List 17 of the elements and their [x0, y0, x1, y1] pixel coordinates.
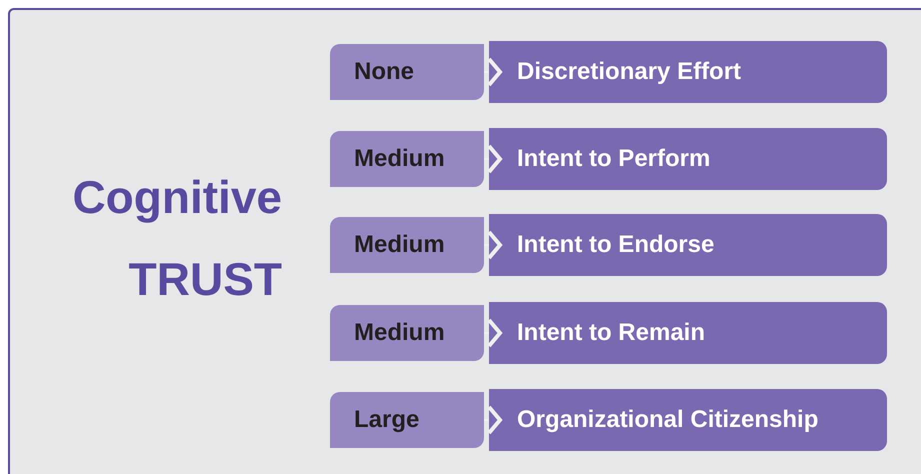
outcome-box: Intent to Endorse [489, 214, 887, 276]
level-box: Medium [330, 131, 484, 187]
level-box: Medium [330, 217, 484, 273]
outcome-box: Discretionary Effort [489, 41, 887, 103]
chevron-arrow [484, 144, 502, 174]
chevron-arrow [484, 405, 502, 435]
outcome-box: Intent to Perform [489, 128, 887, 190]
level-box: Large [330, 392, 484, 448]
chevron-arrow [484, 230, 502, 260]
level-box: Medium [330, 305, 484, 361]
chevron-arrow [484, 318, 502, 348]
level-box: None [330, 44, 484, 100]
outcome-box: Intent to Remain [489, 302, 887, 364]
trust-panel [8, 8, 921, 474]
chevron-arrow [484, 57, 502, 87]
outcome-box: Organizational Citizenship [489, 389, 887, 451]
trust-heading: Cognitive TRUST [71, 170, 282, 307]
